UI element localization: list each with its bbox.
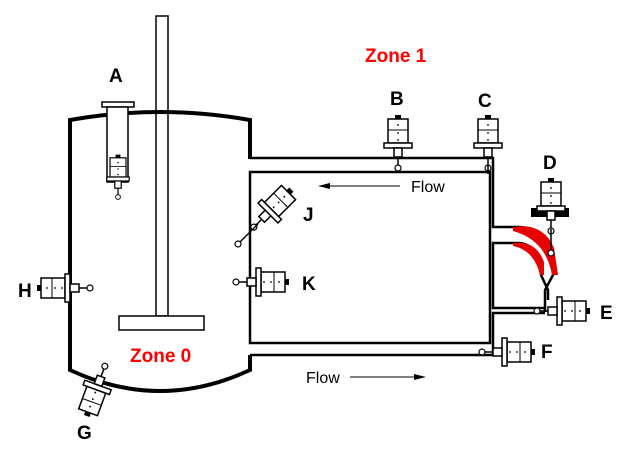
label-f: F <box>541 342 553 363</box>
probe-c[interactable] <box>473 114 503 174</box>
label-h: H <box>18 281 32 302</box>
label-k: K <box>302 274 316 295</box>
zone-1-label: Zone 1 <box>365 46 427 67</box>
probe-d[interactable] <box>531 177 569 257</box>
probe-g[interactable] <box>72 357 120 422</box>
label-g: G <box>77 423 92 444</box>
pipe-branch-e <box>250 241 545 357</box>
label-e: E <box>600 303 613 324</box>
pipe-outer-wall <box>250 156 520 229</box>
label-a: A <box>109 66 123 87</box>
flow-upper: Flow <box>318 179 445 196</box>
flow-lower: Flow <box>306 370 426 387</box>
probe-k[interactable] <box>232 267 290 297</box>
flow-label-lower: Flow <box>306 370 340 387</box>
vessel-wall <box>68 110 252 393</box>
probe-h[interactable] <box>36 273 94 303</box>
label-d: D <box>543 153 557 174</box>
deposit-highlight <box>513 226 558 275</box>
stirrer-shaft <box>155 15 169 317</box>
probe-e[interactable] <box>533 296 591 326</box>
stirrer-impeller <box>118 315 205 331</box>
arrow-right-icon <box>414 374 426 380</box>
probe-b[interactable] <box>383 114 413 172</box>
flow-label-upper: Flow <box>411 179 445 196</box>
label-c: C <box>478 91 492 112</box>
label-b: B <box>390 89 404 110</box>
label-j: J <box>303 205 314 226</box>
arrow-left-icon <box>318 183 330 189</box>
probe-a[interactable] <box>101 101 135 200</box>
zone-0-label: Zone 0 <box>130 346 191 367</box>
stirrer <box>118 15 205 331</box>
probe-j[interactable] <box>234 179 302 248</box>
